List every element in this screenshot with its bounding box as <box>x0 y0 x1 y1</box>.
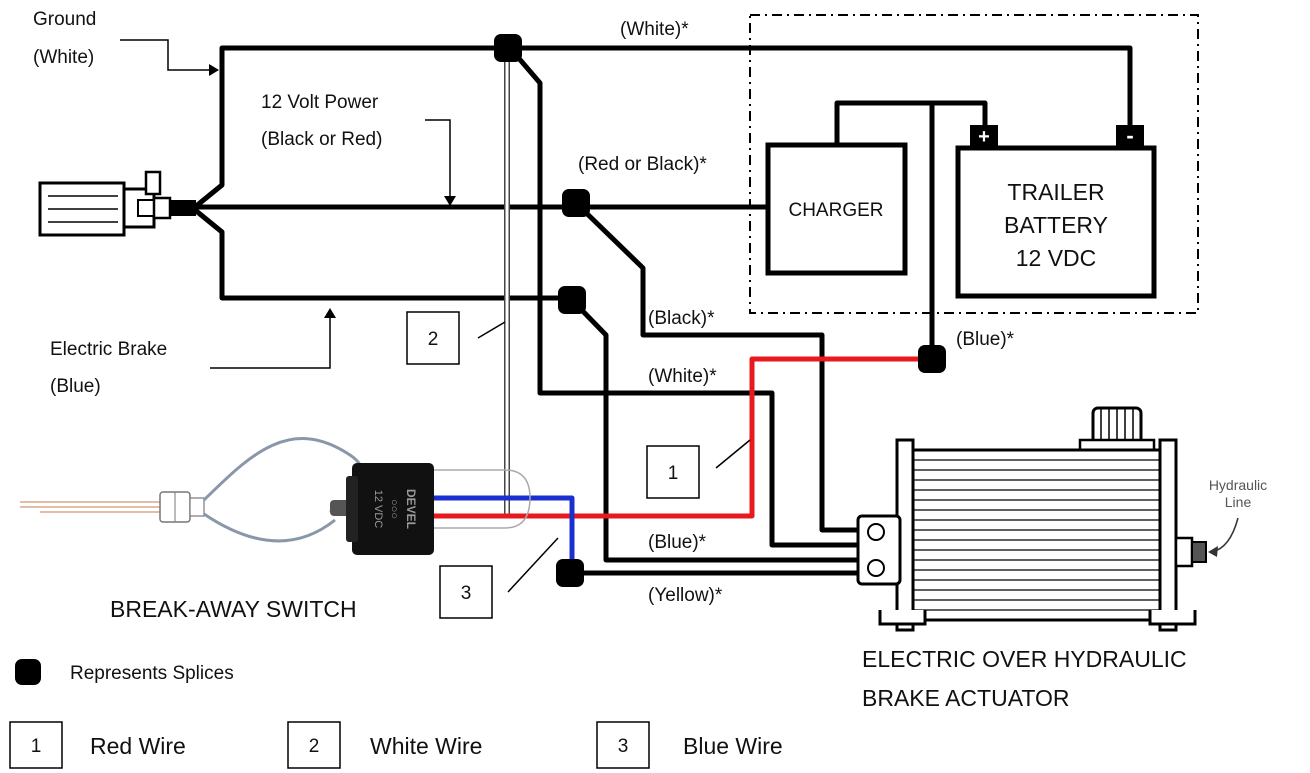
hydraulic-actuator <box>856 406 1207 632</box>
brake-label-2: (Blue) <box>50 376 101 397</box>
hydraulic-pointer-arrow-icon <box>1208 546 1218 557</box>
ground-pointer <box>120 39 212 71</box>
battery-label-2: BATTERY <box>1004 212 1108 238</box>
splices <box>494 34 946 587</box>
splice-power <box>562 189 590 217</box>
red-wire-1 <box>460 356 932 519</box>
trailer-battery: + - TRAILER BATTERY 12 VDC <box>955 123 1157 299</box>
battery-enclosure <box>749 14 1199 314</box>
white-to-actuator <box>508 46 862 548</box>
charger-label: CHARGER <box>788 200 883 221</box>
white-top-label: (White)* <box>620 19 689 40</box>
ground-label-1: Ground <box>33 9 96 30</box>
legend-item-2: 2 White Wire <box>287 721 482 769</box>
power-pointer <box>425 119 451 200</box>
ground-arrow-icon <box>209 64 219 76</box>
power-label-2: (Black or Red) <box>261 129 382 150</box>
switch-brand-text: DEVEL <box>404 489 418 529</box>
splice-yellow <box>556 559 584 587</box>
blue-wire-3 <box>460 495 575 573</box>
battery-label-3: 12 VDC <box>1016 245 1097 271</box>
legend-item-1-number: 1 <box>31 736 42 757</box>
actuator-label-2: BRAKE ACTUATOR <box>862 685 1069 711</box>
black-label: (Black)* <box>648 308 715 329</box>
callout-1: 1 <box>646 439 751 499</box>
ground-wire <box>193 45 1133 209</box>
callout-1-number: 1 <box>668 463 679 484</box>
callout-2: 2 <box>406 311 506 365</box>
callout-3: 3 <box>439 537 559 619</box>
legend-item-3: 3 Blue Wire <box>596 721 783 769</box>
legend-item-3-text: Blue Wire <box>683 733 783 759</box>
svg-text:○○○: ○○○ <box>388 499 400 519</box>
trailer-plug-connector <box>38 170 196 237</box>
label-pointer-arrowheads <box>209 64 456 318</box>
yellow-label: (Yellow)* <box>648 585 723 606</box>
legend-splice-text: Represents Splices <box>70 663 234 684</box>
switch-rating-text: 12 VDC <box>372 490 384 529</box>
hydraulic-label-2: Line <box>1225 494 1252 510</box>
charger-box <box>765 142 908 276</box>
plus-sign: + <box>978 126 990 148</box>
power-arrow-icon <box>444 196 456 206</box>
legend-item-2-text: White Wire <box>370 733 482 759</box>
legend-item-2-number: 2 <box>309 736 320 757</box>
callout-2-number: 2 <box>428 329 439 350</box>
blue-right-label: (Blue)* <box>956 329 1015 350</box>
brake-label-1: Electric Brake <box>50 339 167 360</box>
splice-ground <box>494 34 522 62</box>
ground-label-2: (White) <box>33 47 94 68</box>
blue-to-actuator <box>570 298 862 563</box>
minus-sign: - <box>1126 123 1133 148</box>
brake-arrow-icon <box>324 308 336 318</box>
charger-battery-link <box>834 100 988 145</box>
splice-blue <box>918 345 946 373</box>
battery-negative-terminal <box>1116 125 1144 148</box>
power-label-1: 12 Volt Power <box>261 92 379 113</box>
battery-label-1: TRAILER <box>1007 179 1104 205</box>
legend: Represents Splices 1 Red Wire 2 White Wi… <box>9 659 783 769</box>
hydraulic-line-pointer <box>1211 517 1239 553</box>
legend-item-3-number: 3 <box>618 736 629 757</box>
splice-brake <box>558 286 586 314</box>
legend-item-1: 1 Red Wire <box>9 721 186 769</box>
legend-splice-icon <box>15 659 41 685</box>
actuator-label-1: ELECTRIC OVER HYDRAULIC <box>862 646 1187 672</box>
red-or-black-label: (Red or Black)* <box>578 154 707 175</box>
breakaway-switch-label: BREAK-AWAY SWITCH <box>110 596 357 622</box>
battery-positive-terminal <box>970 125 998 148</box>
breakaway-switch: DEVEL ○○○ 12 VDC <box>20 437 531 555</box>
black-to-actuator <box>574 201 862 533</box>
white-mid-label: (White)* <box>648 366 717 387</box>
black-wires <box>193 45 1133 576</box>
legend-item-1-text: Red Wire <box>90 733 186 759</box>
callout-3-number: 3 <box>461 583 472 604</box>
electric-brake-wire <box>193 208 572 301</box>
label-pointers <box>120 39 451 369</box>
hydraulic-label-1: Hydraulic <box>1209 477 1267 493</box>
blue-bottom-label: (Blue)* <box>648 532 707 553</box>
brake-pointer <box>210 316 331 369</box>
